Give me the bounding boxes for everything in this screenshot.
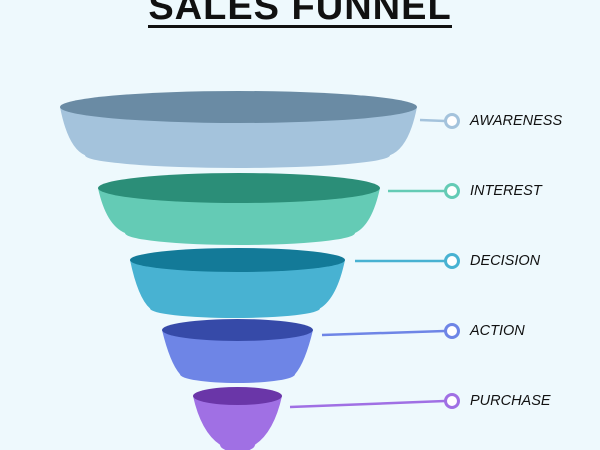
connector-line-awareness: [419, 118, 446, 123]
funnel-top-action: [162, 319, 313, 341]
funnel-body-action: [162, 330, 313, 383]
stage-label-action: ACTION: [470, 323, 525, 339]
stage-label-awareness: AWARENESS: [470, 113, 563, 129]
connector-line-action: [321, 329, 446, 337]
funnel-top-interest: [98, 173, 380, 203]
connector-line-purchase: [289, 399, 446, 409]
page-title: SALES FUNNEL: [0, 0, 600, 29]
stage-label-decision: DECISION: [470, 253, 541, 269]
funnel-top-decision: [130, 248, 345, 272]
connector-dot-purchase: [444, 393, 460, 409]
connector-dot-decision: [444, 253, 460, 269]
title-text: SALES FUNNEL: [148, 0, 452, 28]
stage-label-purchase: PURCHASE: [470, 393, 551, 409]
stage-label-interest: INTEREST: [470, 183, 542, 199]
connector-dot-action: [444, 323, 460, 339]
funnel-top-awareness: [60, 91, 417, 123]
funnel-body-decision: [130, 260, 345, 318]
connector-dot-interest: [444, 183, 460, 199]
funnel-body-interest: [98, 188, 380, 245]
funnel-body-awareness: [60, 107, 417, 168]
funnel-body-purchase: [193, 396, 282, 450]
connector-dot-awareness: [444, 113, 460, 129]
funnel-top-purchase: [193, 387, 282, 405]
